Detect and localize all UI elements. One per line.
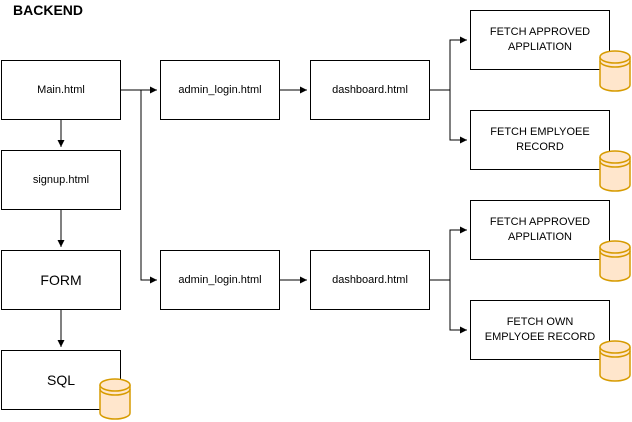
database-icon xyxy=(599,50,631,92)
node-fetch-employee-record[interactable]: FETCH EMPLYOEE RECORD xyxy=(470,110,610,170)
node-form[interactable]: FORM xyxy=(1,250,121,310)
node-dashboard-top-label: dashboard.html xyxy=(332,83,408,96)
edge-dashboard-fetch-approved-top xyxy=(430,36,467,91)
node-fetch-approved-bottom[interactable]: FETCH APPROVED APPLIATION xyxy=(470,200,610,260)
node-dashboard-top[interactable]: dashboard.html xyxy=(310,60,430,120)
node-fetch-employee-record-label: FETCH EMPLYOEE RECORD xyxy=(490,126,590,153)
node-admin-login-top-label: admin_login.html xyxy=(178,83,262,96)
node-signup[interactable]: signup.html xyxy=(1,150,121,210)
node-fetch-approved-top[interactable]: FETCH APPROVED APPLIATION xyxy=(470,10,610,70)
node-main-label: Main.html xyxy=(37,83,85,96)
database-icon xyxy=(599,150,631,192)
node-sql-label: SQL xyxy=(46,371,75,388)
node-dashboard-bottom[interactable]: dashboard.html xyxy=(310,250,430,310)
node-main[interactable]: Main.html xyxy=(1,60,121,120)
node-admin-login-bottom-label: admin_login.html xyxy=(178,273,262,286)
node-admin-login-top[interactable]: admin_login.html xyxy=(160,60,280,120)
node-form-label: FORM xyxy=(40,271,82,288)
node-fetch-approved-top-label: FETCH APPROVED APPLIATION xyxy=(489,26,591,53)
node-dashboard-bottom-label: dashboard.html xyxy=(332,273,408,286)
edge-dashboard-fetch-employee xyxy=(430,89,467,144)
node-fetch-own-record-label: FETCH OWN EMPLYOEE RECORD xyxy=(484,316,596,343)
node-admin-login-bottom[interactable]: admin_login.html xyxy=(160,250,280,310)
node-fetch-own-record[interactable]: FETCH OWN EMPLYOEE RECORD xyxy=(470,300,610,360)
database-icon xyxy=(599,240,631,282)
node-fetch-approved-bottom-label: FETCH APPROVED APPLIATION xyxy=(489,216,591,243)
edge-main-admin-bottom xyxy=(121,89,157,284)
edge-dashboard-fetch-approved-bottom xyxy=(430,226,467,281)
page-title: BACKEND xyxy=(13,2,83,18)
edge-dashboard-fetch-own xyxy=(430,279,467,334)
database-icon xyxy=(599,340,631,382)
node-signup-label: signup.html xyxy=(32,173,90,186)
database-icon xyxy=(99,378,131,420)
